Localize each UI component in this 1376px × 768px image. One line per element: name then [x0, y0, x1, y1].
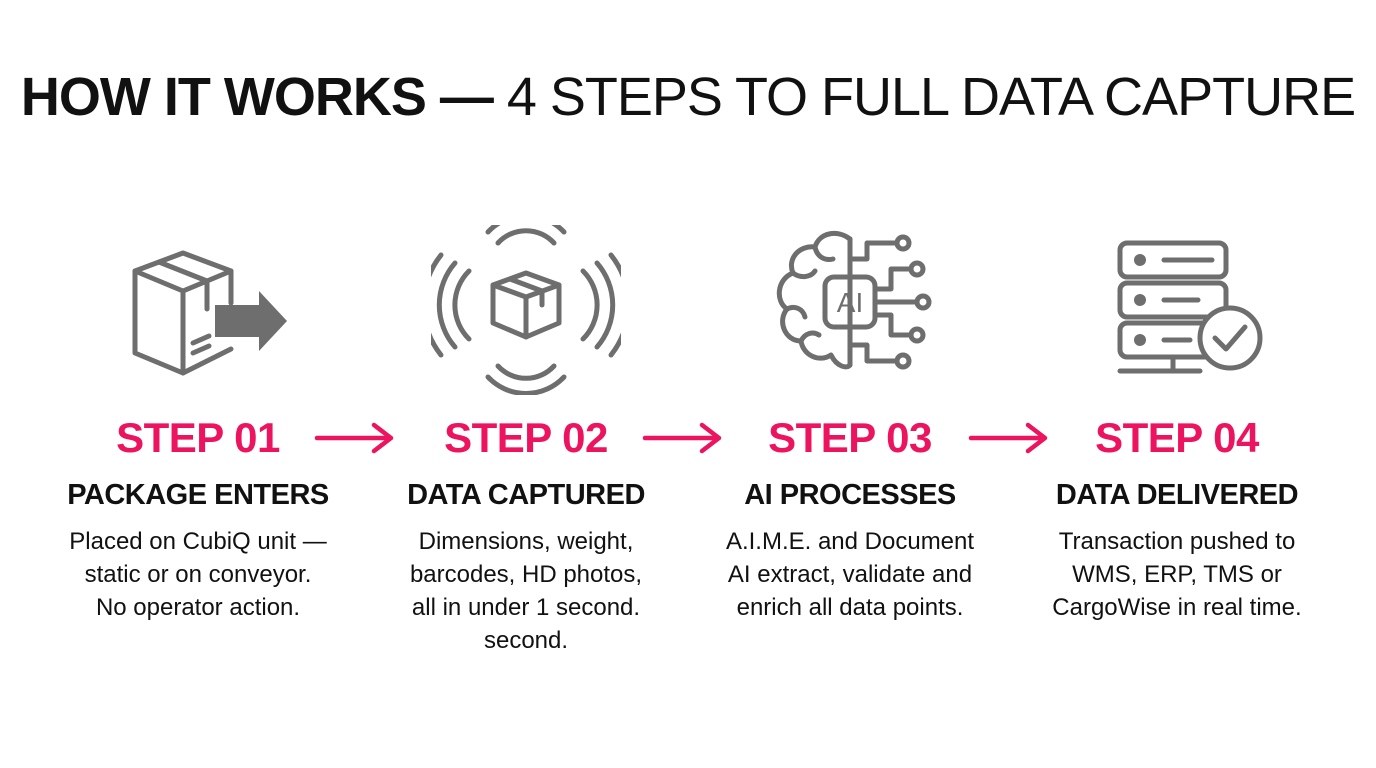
step-3-description: A.I.M.E. and Document AI extract, valida… [725, 528, 975, 621]
step-2: STEP 02 DATA CAPTURED Dimensions, weight… [376, 225, 676, 657]
step-1-description: Placed on CubiQ unit — static or on conv… [69, 528, 327, 621]
step-1: STEP 01 PACKAGE ENTERS Placed on CubiQ u… [48, 225, 348, 624]
ai-brain-icon: AI [776, 230, 932, 370]
page-title: HOW IT WORKS — 4 STEPS TO FULL DATA CAPT… [0, 62, 1376, 132]
step-4-name: DATA DELIVERED [1055, 479, 1299, 511]
step-4-description: Transaction pushed to WMS, ERP, TMS or C… [1052, 528, 1302, 621]
title-bold: HOW IT WORKS — [20, 67, 494, 127]
ai-icon-text: AI [837, 287, 863, 318]
title-light: 4 STEPS TO FULL DATA CAPTURE [492, 67, 1356, 127]
step-4-label: STEP 04 [1095, 414, 1259, 461]
step-2-description: Dimensions, weight, barcodes, HD photos,… [409, 528, 643, 654]
step-1-name: PACKAGE ENTERS [67, 479, 329, 511]
package-arrow-icon [132, 250, 287, 376]
arrow-right-icon [968, 422, 1048, 454]
package-scan-icon [431, 225, 621, 395]
step-3-name: AI PROCESSES [744, 479, 956, 511]
step-4: STEP 04 DATA DELIVERED Transaction pushe… [1027, 225, 1327, 624]
step-3-label: STEP 03 [768, 414, 932, 461]
step-2-label: STEP 02 [444, 414, 608, 461]
server-check-icon [1117, 240, 1263, 374]
step-2-name: DATA CAPTURED [407, 479, 645, 511]
step-3: AI STEP 03 AI PROCESSES A.I.M.E. and Doc… [700, 225, 1000, 624]
step-1-label: STEP 01 [116, 414, 280, 461]
arrow-right-icon [642, 422, 722, 454]
arrow-right-icon [314, 422, 394, 454]
